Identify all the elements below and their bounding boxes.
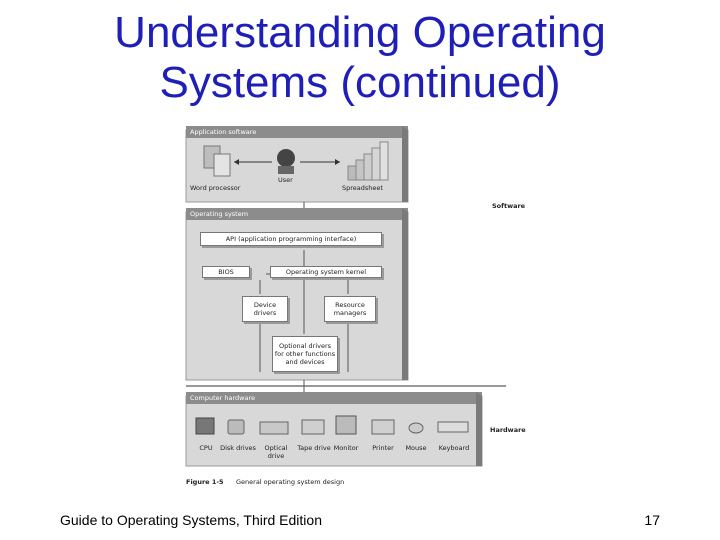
figure-caption-label: Figure 1-5	[186, 478, 224, 486]
title-line-1: Understanding Operating	[114, 8, 606, 57]
hardware-panel-header: Computer hardware	[190, 394, 255, 402]
device-drivers-box: Device drivers	[242, 296, 288, 322]
os-panel-header: Operating system	[190, 210, 249, 218]
device-drivers-line-2: drivers	[253, 309, 277, 317]
user-icon	[277, 149, 295, 167]
page-number: 17	[644, 512, 660, 528]
application-panel-header-bar	[186, 126, 408, 138]
monitor-icon	[335, 415, 357, 435]
cpu-icon	[195, 417, 215, 435]
hardware-label: Hardware	[490, 426, 526, 434]
os-panel-header-bar	[186, 208, 408, 220]
hardware-item-optical: Optical	[264, 444, 288, 452]
spreadsheet-label: Spreadsheet	[342, 184, 383, 192]
optional-drivers-line-1: Optional drivers	[278, 342, 332, 350]
title-line-2: Systems (continued)	[159, 58, 561, 107]
footer-book-title: Guide to Operating Systems, Third Editio…	[60, 512, 322, 528]
hardware-item-cpu: CPU	[199, 444, 213, 452]
resource-managers-line-2: managers	[333, 309, 367, 317]
hardware-item-printer: Printer	[372, 444, 394, 452]
slide-title: Understanding Operating Systems (continu…	[40, 8, 680, 108]
user-label: User	[278, 176, 293, 184]
optional-drivers-box: Optional drivers for other functions and…	[272, 336, 338, 372]
printer-icon	[371, 419, 395, 435]
os-design-figure: Application software Word processor User…	[180, 122, 526, 497]
optional-drivers-line-2: for other functions	[274, 350, 336, 358]
hardware-item-tape-drive: Tape drive	[297, 444, 331, 452]
hardware-item-monitor: Monitor	[333, 444, 359, 452]
hardware-item-keyboard: Keyboard	[438, 444, 470, 452]
hardware-item-mouse: Mouse	[405, 444, 427, 452]
figure-caption-text: General operating system design	[236, 478, 345, 486]
kernel-box: Operating system kernel	[270, 266, 382, 278]
device-drivers-line-1: Device	[253, 301, 277, 309]
resource-managers-line-1: Resource	[335, 301, 365, 309]
software-label: Software	[492, 202, 526, 210]
spreadsheet-icon	[347, 141, 389, 181]
api-box: API (application programming interface)	[200, 232, 382, 246]
optical-drive-icon	[259, 421, 289, 435]
keyboard-icon	[437, 421, 469, 433]
application-panel-header: Application software	[190, 128, 257, 136]
mouse-icon	[408, 422, 424, 434]
resource-managers-box: Resource managers	[324, 296, 376, 322]
hardware-item-disk-drives: Disk drives	[220, 444, 256, 452]
hardware-panel-header-bar	[186, 392, 482, 404]
tape-drive-icon	[301, 419, 325, 435]
disk-drives-icon	[227, 419, 245, 435]
hardware-item-optical-line-2: drive	[267, 452, 285, 460]
optional-drivers-line-3: and devices	[285, 358, 325, 366]
word-processor-label: Word processor	[190, 184, 241, 192]
bios-box: BIOS	[202, 266, 250, 278]
